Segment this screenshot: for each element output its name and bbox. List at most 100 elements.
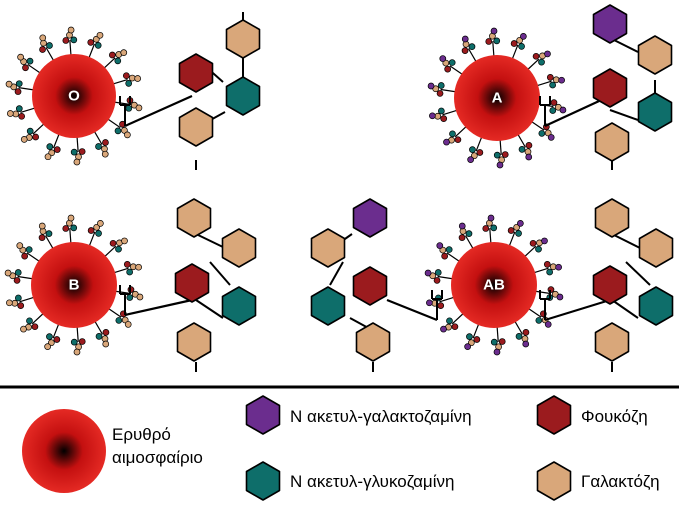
- membrane-anchor: [119, 96, 131, 126]
- bond-line: [209, 261, 231, 286]
- chains-layer: [119, 4, 674, 372]
- antigen-marker: [70, 135, 86, 166]
- antigen-marker: [536, 74, 565, 89]
- legend-label-n-acetylglucosamine: N ακετυλ-γλυκοζαμίνη: [290, 472, 454, 491]
- red-blood-cell-a: [427, 27, 567, 169]
- n-acetylglucosamine-hexagon: [637, 92, 673, 132]
- antigen-marker: [87, 31, 104, 59]
- antigen-marker: [20, 312, 45, 333]
- n-acetylglucosamine-hexagon: [221, 286, 257, 326]
- cell-body: [454, 55, 540, 141]
- bond-line: [195, 233, 226, 249]
- galactose-hexagon: [594, 198, 630, 238]
- galactose-hexagon: [536, 461, 572, 501]
- antigen-marker: [102, 49, 128, 70]
- legend-label-rbc-line2: αιμοσφαίριο: [112, 448, 203, 467]
- antigen-marker: [38, 222, 55, 250]
- antigen-marker: [93, 130, 109, 158]
- antigen-marker: [62, 26, 78, 57]
- n-acetylglucosamine-hexagon: [245, 461, 281, 501]
- bond-line: [625, 261, 651, 286]
- antigen-marker: [427, 82, 457, 97]
- legend-label-n-acetylgalactosamine: N ακετυλ-γαλακτοζαμίνη: [290, 407, 472, 426]
- n-acetylgalactosamine-hexagon: [592, 4, 628, 44]
- cell-label-o: O: [68, 88, 80, 105]
- legend-shapes: [22, 395, 572, 501]
- cell-label-b: B: [69, 277, 80, 294]
- bond-line: [544, 298, 611, 322]
- galactose-hexagon: [310, 228, 346, 268]
- antigen-marker: [507, 220, 524, 248]
- oligosaccharide-chain-o: [124, 12, 261, 170]
- red-blood-cell-ab: [424, 214, 564, 356]
- oligosaccharide-chain-ab-right: [544, 198, 674, 372]
- legend-red-blood-cell: [22, 409, 106, 493]
- antigen-marker: [526, 50, 551, 71]
- galactose-hexagon: [594, 122, 630, 162]
- galactose-hexagon: [355, 322, 391, 362]
- membrane-anchor: [431, 290, 443, 320]
- antigen-marker: [113, 97, 143, 112]
- membrane-anchor: [539, 96, 551, 126]
- galactose-hexagon: [638, 228, 674, 268]
- galactose-hexagon: [176, 322, 212, 362]
- red-blood-cell-o: [5, 26, 143, 166]
- cells-layer: [4, 26, 567, 356]
- n-acetylgalactosamine-hexagon: [245, 395, 281, 435]
- antigen-marker: [510, 33, 527, 61]
- anchor-bracket: [119, 285, 131, 315]
- membrane-anchor: [539, 290, 551, 320]
- bond-line: [124, 298, 193, 317]
- membrane-anchor: [119, 285, 131, 315]
- galactose-hexagon: [637, 35, 673, 75]
- antigen-marker: [485, 27, 501, 58]
- legend-label-fucose: Φουκόζη: [581, 407, 648, 426]
- antigen-marker: [458, 222, 475, 250]
- anchor-bracket: [539, 96, 551, 126]
- antigen-marker: [424, 269, 454, 284]
- antigen-marker: [6, 105, 36, 120]
- antigen-marker: [439, 55, 464, 76]
- antigen-marker: [44, 133, 61, 161]
- antigen-marker: [106, 118, 131, 139]
- n-acetylglucosamine-hexagon: [638, 286, 674, 326]
- bond-line: [611, 299, 639, 319]
- anchor-bracket: [539, 290, 551, 320]
- antigen-marker: [20, 122, 46, 143]
- antigen-marker: [533, 261, 562, 276]
- red-blood-cell-b: [4, 214, 144, 356]
- fucose-hexagon: [592, 265, 628, 305]
- n-acetylglucosamine-hexagon: [310, 286, 346, 326]
- antigen-marker: [4, 269, 34, 284]
- n-acetylgalactosamine-hexagon: [352, 198, 388, 238]
- antigen-marker: [490, 325, 506, 356]
- anchor-bracket: [431, 290, 443, 320]
- bond-line: [195, 299, 224, 319]
- antigen-marker: [482, 214, 498, 245]
- bond-line: [124, 94, 193, 128]
- cell-body: [32, 54, 116, 138]
- antigen-marker: [103, 237, 128, 258]
- antigen-marker: [112, 72, 142, 87]
- bond-line: [386, 298, 438, 322]
- n-acetylglucosamine-hexagon: [225, 76, 261, 116]
- galactose-hexagon: [221, 228, 257, 268]
- galactose-hexagon: [594, 322, 630, 362]
- antigen-marker: [107, 307, 132, 328]
- antigen-marker: [461, 35, 478, 63]
- bond-line: [609, 109, 639, 121]
- antigen-marker: [17, 53, 42, 74]
- antigen-marker: [87, 220, 104, 248]
- antigen-marker: [39, 34, 55, 62]
- antigen-marker: [467, 135, 484, 163]
- antigen-marker: [429, 107, 458, 122]
- fucose-hexagon: [536, 395, 572, 435]
- cell-label-a: A: [492, 90, 503, 107]
- anchor-bracket: [119, 96, 131, 126]
- antigen-marker: [493, 138, 509, 169]
- antigen-marker: [70, 325, 86, 356]
- legend-label-rbc-line1: Ερυθρό: [112, 425, 171, 444]
- fucose-hexagon: [352, 266, 388, 306]
- fucose-hexagon: [178, 53, 214, 93]
- antigen-marker: [464, 322, 481, 350]
